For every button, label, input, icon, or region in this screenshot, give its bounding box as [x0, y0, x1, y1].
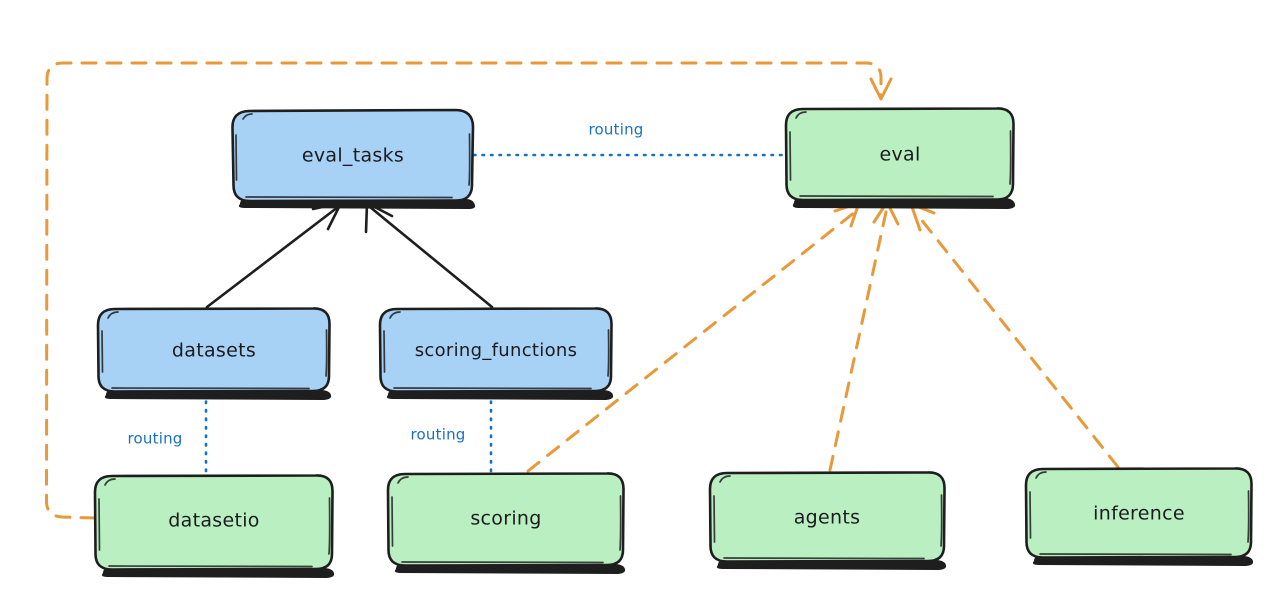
node-scoring-functions-body — [378, 307, 613, 393]
node-datasetio[interactable]: datasetio — [93, 474, 335, 578]
node-eval-tasks-sketch — [235, 113, 471, 199]
node-scoring[interactable]: scoring — [386, 472, 626, 574]
node-eval-tasks-body — [231, 108, 475, 203]
node-eval[interactable]: eval — [784, 107, 1016, 209]
node-scoring-functions-sketch — [383, 311, 610, 390]
node-scoring-functions[interactable]: scoring_functions — [378, 307, 614, 400]
node-scoring-functions-label: scoring_functions — [415, 340, 578, 361]
node-scoring-sketch — [391, 476, 622, 564]
edge-agents-eval-line — [828, 210, 888, 472]
node-eval-body — [784, 107, 1015, 202]
node-datasetio-label: datasetio — [168, 510, 259, 532]
node-datasets-body — [96, 307, 331, 393]
edge-scoring_functions-scoring[interactable]: routing — [411, 391, 493, 474]
edge-datasetio-eval[interactable] — [44, 61, 893, 520]
node-eval-label: eval — [879, 144, 920, 166]
node-scoring-label: scoring — [470, 508, 541, 530]
node-scoring-body — [386, 472, 625, 567]
node-inference-sketch — [1029, 471, 1250, 556]
edge-label-routing-datasetio: routing — [128, 430, 183, 448]
edge-datasets-datasetio[interactable]: routing — [128, 391, 208, 476]
edge-inference-eval-line — [914, 211, 1120, 469]
edge-scoring-eval-line — [526, 210, 857, 473]
node-datasetio-body — [93, 474, 334, 571]
node-inference-body — [1024, 467, 1253, 559]
edge-inference-eval[interactable] — [909, 202, 1120, 469]
node-agents[interactable]: agents — [708, 471, 947, 570]
edge-label-routing-scoring: routing — [411, 426, 466, 444]
node-eval-tasks-label: eval_tasks — [302, 145, 404, 167]
edge-scoring_functions-eval_tasks[interactable] — [364, 201, 494, 309]
node-inference-label: inference — [1093, 503, 1185, 525]
edge-eval_tasks-eval[interactable]: routing — [472, 121, 786, 157]
node-eval-tasks[interactable]: eval_tasks — [231, 108, 476, 209]
node-agents-label: agents — [794, 507, 861, 529]
node-datasets-sketch — [101, 311, 328, 390]
edge-scoring_functions-eval_tasks-line — [368, 205, 494, 309]
edge-agents-eval[interactable] — [828, 200, 900, 472]
node-inference[interactable]: inference — [1024, 467, 1254, 566]
edge-datasets-eval_tasks[interactable] — [205, 201, 343, 309]
node-datasetio-sketch — [98, 478, 331, 568]
node-eval-sketch — [789, 111, 1012, 198]
node-datasets-label: datasets — [172, 340, 256, 362]
node-agents-sketch — [713, 475, 943, 560]
edge-datasets-eval_tasks-line — [205, 205, 340, 309]
edge-datasetio-eval-arrowhead — [869, 77, 893, 101]
node-datasets[interactable]: datasets — [96, 307, 332, 400]
edge-label-routing-eval: routing — [589, 121, 644, 139]
node-agents-body — [708, 471, 946, 563]
